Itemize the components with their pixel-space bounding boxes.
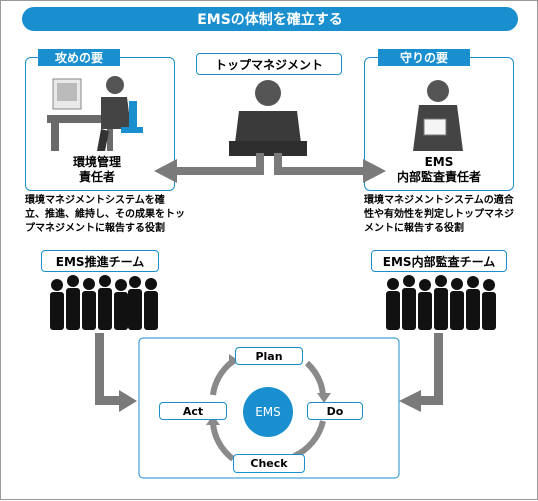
defense-header: 守りの要 xyxy=(378,49,470,66)
team-arrows xyxy=(95,333,443,412)
manager-arrows xyxy=(154,153,386,183)
attack-frame xyxy=(25,57,175,191)
ems-center-circle: EMS xyxy=(243,387,293,437)
promotion-team-silhouettes xyxy=(50,275,158,330)
attack-desc-line1: 環境マネジメントシステムを確 xyxy=(25,195,165,206)
attack-description: 環境マネジメントシステムを確 立、推進、維持し、その成果をトッ プマネジメントに… xyxy=(25,194,193,236)
check-node: Check xyxy=(233,454,305,473)
attack-role-line2: 責任者 xyxy=(78,170,115,184)
audit-team-silhouettes xyxy=(386,275,496,330)
attack-role-line1: 環境管理 xyxy=(72,155,121,169)
defense-desc-line1: 環境マネジメントシステムの適合 xyxy=(364,195,514,206)
worker-illustration xyxy=(47,76,143,151)
act-node: Act xyxy=(159,402,227,420)
auditor-illustration xyxy=(413,80,463,151)
plan-node: Plan xyxy=(235,347,303,365)
diagram-title: EMSの体制を確立する xyxy=(22,7,518,31)
defense-role-line1: EMS xyxy=(424,155,454,169)
defense-role: EMS 内部監査責任者 xyxy=(389,155,489,185)
defense-description: 環境マネジメントシステムの適合 性や有効性を判定しトップマネジ メントに報告する… xyxy=(364,194,536,236)
defense-desc-line2: 性や有効性を判定しトップマネジ xyxy=(364,209,514,220)
defense-desc-line3: メントに報告する役割 xyxy=(364,223,464,234)
top-manager-illustration xyxy=(229,80,307,156)
defense-role-line2: 内部監査責任者 xyxy=(396,170,481,184)
top-management-label: トップマネジメント xyxy=(196,53,342,75)
attack-desc-line3: プマネジメントに報告する役割 xyxy=(25,223,165,234)
attack-desc-line2: 立、推進、維持し、その成果をトッ xyxy=(25,209,185,220)
attack-role: 環境管理 責任者 xyxy=(47,155,147,185)
promotion-team-label: EMS推進チーム xyxy=(41,250,159,272)
do-node: Do xyxy=(307,402,363,420)
audit-team-label: EMS内部監査チーム xyxy=(371,250,507,272)
attack-header: 攻めの要 xyxy=(38,49,120,66)
